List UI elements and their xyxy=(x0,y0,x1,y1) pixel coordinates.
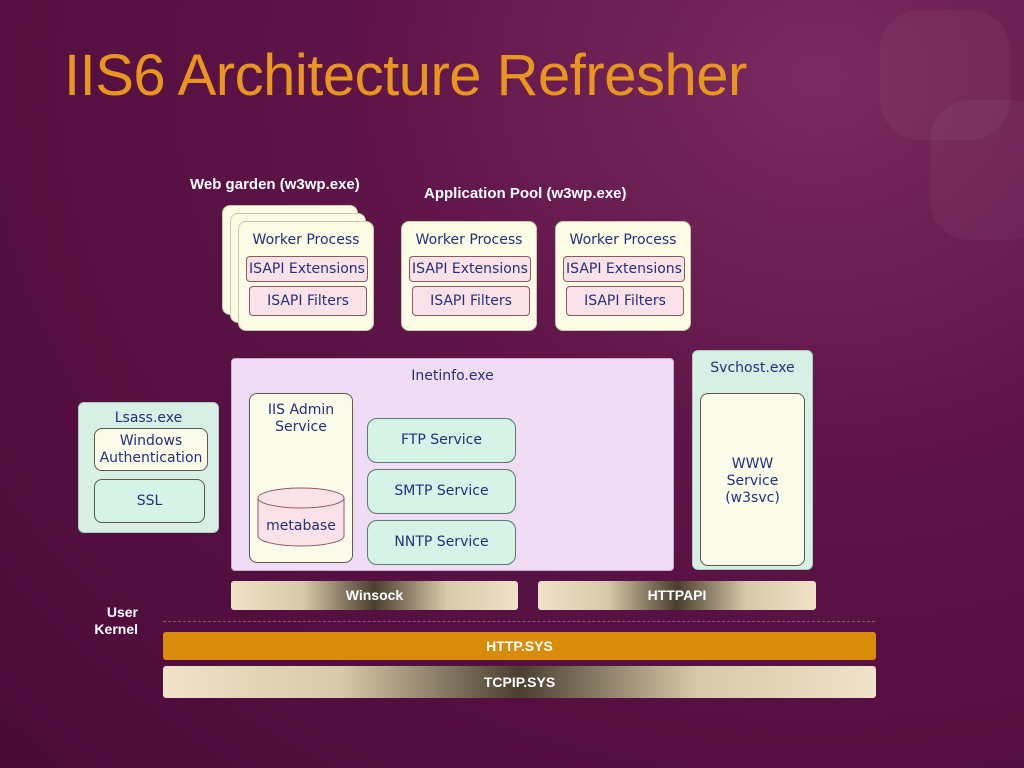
ftp-service-box: FTP Service xyxy=(367,418,516,463)
isapi-extensions-box: ISAPI Extensions xyxy=(246,256,368,282)
web-garden-label: Web garden (w3wp.exe) xyxy=(190,176,360,193)
inetinfo-container: Inetinfo.exe IIS Admin Service metabase … xyxy=(231,358,674,571)
isapi-filters-box: ISAPI Filters xyxy=(249,286,367,316)
app-pool-label: Application Pool (w3wp.exe) xyxy=(424,185,627,202)
kernel-mode-label: Kernel xyxy=(94,621,138,637)
lsass-title: Lsass.exe xyxy=(114,410,183,426)
svchost-title: Svchost.exe xyxy=(710,360,795,376)
worker-process-web-garden: Worker Process ISAPI Extensions ISAPI Fi… xyxy=(238,221,374,331)
slide-title: IIS6 Architecture Refresher xyxy=(64,43,747,108)
isapi-extensions-box: ISAPI Extensions xyxy=(563,256,685,282)
iis-admin-service-label: IIS Admin Service xyxy=(267,402,335,435)
www-service-label: WWW Service (w3svc) xyxy=(725,456,780,506)
lsass-container: Lsass.exe Windows Authentication SSL xyxy=(78,402,219,533)
iis-admin-service-box: IIS Admin Service metabase xyxy=(249,393,353,563)
user-kernel-divider xyxy=(163,621,875,622)
tcpip-sys-bar: TCPIP.SYS xyxy=(163,666,876,698)
background-decoration xyxy=(880,10,1010,140)
www-service-box: WWW Service (w3svc) xyxy=(700,393,805,566)
windows-authentication-box: Windows Authentication xyxy=(94,428,208,471)
user-mode-label: User xyxy=(106,604,138,620)
worker-process-title: Worker Process xyxy=(252,232,360,248)
inetinfo-title: Inetinfo.exe xyxy=(411,368,494,384)
winsock-bar: Winsock xyxy=(231,581,518,610)
metabase-label: metabase xyxy=(266,518,336,534)
ssl-box: SSL xyxy=(94,479,205,523)
httpapi-bar: HTTPAPI xyxy=(538,581,816,610)
worker-process-title: Worker Process xyxy=(415,232,523,248)
isapi-filters-box: ISAPI Filters xyxy=(412,286,530,316)
nntp-service-box: NNTP Service xyxy=(367,520,516,565)
metabase-cylinder-icon xyxy=(257,487,345,547)
worker-process-app-pool-2: Worker Process ISAPI Extensions ISAPI Fi… xyxy=(555,221,691,331)
background-decoration xyxy=(930,100,1024,240)
worker-process-app-pool-1: Worker Process ISAPI Extensions ISAPI Fi… xyxy=(401,221,537,331)
isapi-filters-box: ISAPI Filters xyxy=(566,286,684,316)
smtp-service-box: SMTP Service xyxy=(367,469,516,514)
http-sys-bar: HTTP.SYS xyxy=(163,632,876,660)
worker-process-title: Worker Process xyxy=(569,232,677,248)
svchost-container: Svchost.exe WWW Service (w3svc) xyxy=(692,350,813,570)
isapi-extensions-box: ISAPI Extensions xyxy=(409,256,531,282)
